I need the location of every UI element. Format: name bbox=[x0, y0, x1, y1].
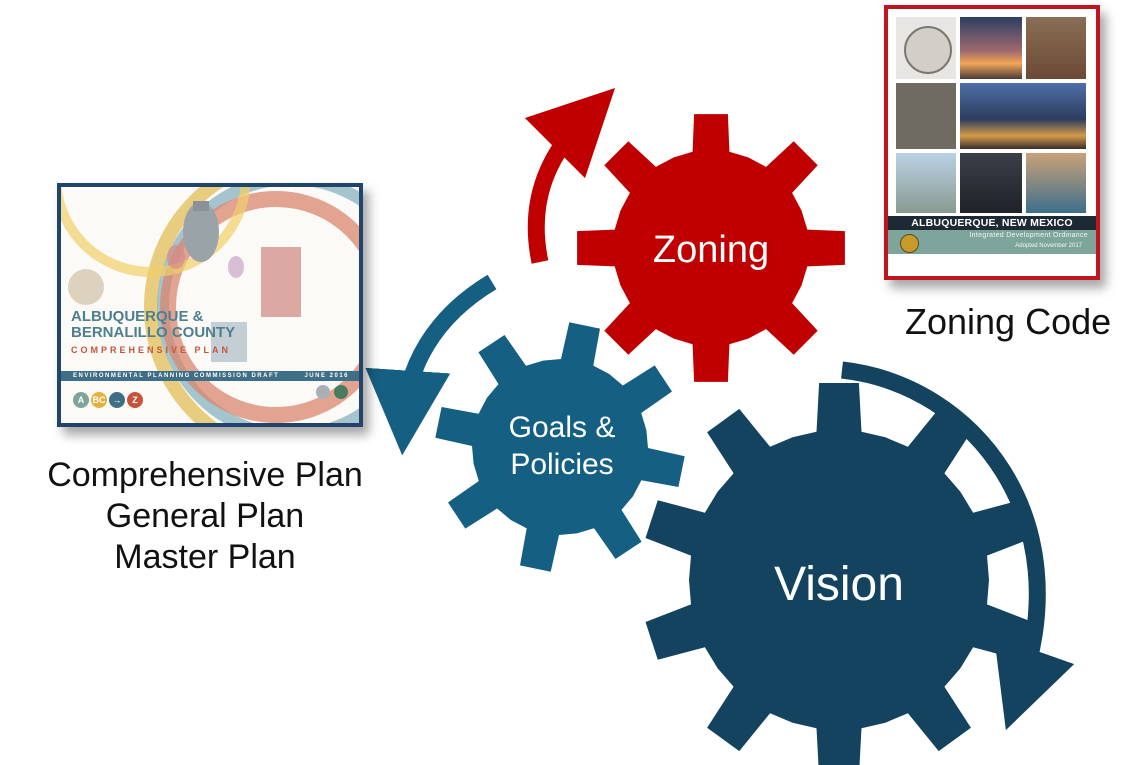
cover-photo-door bbox=[1026, 153, 1086, 213]
cover-title: ALBUQUERQUE & BERNALILLO COUNTY bbox=[71, 309, 241, 341]
cover-band-left: ENVIRONMENTAL PLANNING COMMISSION DRAFT bbox=[73, 373, 280, 379]
zoning-cycle-arrow bbox=[524, 87, 616, 264]
abc-logo-z: Z bbox=[127, 392, 143, 408]
goals-gear-label-line2: Policies bbox=[510, 448, 613, 481]
plan-captions: Comprehensive Plan General Plan Master P… bbox=[20, 455, 390, 578]
plan-caption-master: Master Plan bbox=[114, 538, 296, 576]
abc-logo-bc: BC bbox=[91, 392, 107, 408]
vision-gear bbox=[645, 383, 1033, 765]
cover-subtitle: COMPREHENSIVE PLAN bbox=[71, 345, 232, 355]
abc-logo-a: A bbox=[73, 392, 89, 408]
abc-logo-arrow: → bbox=[109, 392, 125, 408]
plan-caption-comprehensive: Comprehensive Plan bbox=[47, 456, 363, 494]
zoning-cover-title: ALBUQUERQUE, NEW MEXICO bbox=[888, 216, 1096, 230]
vision-cycle-arrow bbox=[841, 361, 1075, 731]
cover-photo-seal bbox=[896, 17, 956, 79]
zoning-code-cover: ALBUQUERQUE, NEW MEXICO Integrated Devel… bbox=[884, 5, 1100, 280]
cover-photo-sunset bbox=[960, 17, 1022, 79]
cover-artwork bbox=[61, 187, 359, 423]
cover-photo-petroglyph bbox=[896, 83, 956, 149]
zoning-cover-subtitle-band: Integrated Development Ordinance Adopted… bbox=[888, 230, 1096, 254]
goals-gear-label-line1: Goals & bbox=[509, 411, 616, 444]
zoning-gear bbox=[577, 114, 845, 382]
comprehensive-plan-cover: ALBUQUERQUE & BERNALILLO COUNTY COMPREHE… bbox=[57, 183, 363, 427]
city-seal-icon bbox=[900, 234, 919, 253]
cover-photo-building bbox=[1026, 17, 1086, 79]
cover-photo-balloons bbox=[896, 153, 956, 213]
cover-band-right: JUNE 2016 bbox=[304, 373, 349, 379]
zoning-cover-adopted: Adopted November 2017 bbox=[1015, 243, 1082, 249]
plan-caption-general: General Plan bbox=[105, 497, 305, 535]
vision-gear-label: Vision bbox=[774, 558, 904, 611]
cover-title-line2: BERNALILLO COUNTY bbox=[71, 324, 236, 341]
comprehensive-plan-arrow bbox=[365, 274, 497, 456]
goals-policies-gear bbox=[435, 322, 685, 572]
zoning-code-caption: Zoning Code bbox=[905, 301, 1112, 342]
cover-photo-city-night bbox=[960, 83, 1086, 149]
cover-title-line1: ALBUQUERQUE & bbox=[71, 308, 204, 325]
zoning-cover-subtitle: Integrated Development Ordinance bbox=[969, 232, 1088, 239]
cover-band: ENVIRONMENTAL PLANNING COMMISSION DRAFT … bbox=[61, 371, 359, 381]
zoning-gear-label: Zoning bbox=[653, 229, 769, 271]
cover-photo-brt bbox=[960, 153, 1022, 213]
